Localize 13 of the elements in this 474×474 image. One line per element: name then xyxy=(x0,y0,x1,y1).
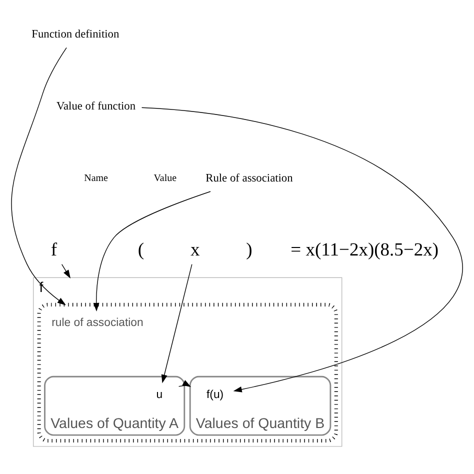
label: Value xyxy=(154,173,177,184)
label: = x(11−2x)(8.5−2x) xyxy=(290,239,439,260)
node-text: rule of association xyxy=(52,316,144,329)
label: ) xyxy=(246,239,252,260)
node-text: f xyxy=(50,239,58,260)
node-text: Value of function xyxy=(56,100,136,112)
node-text: Rule of association xyxy=(206,172,293,184)
node-text: u xyxy=(156,388,163,401)
label: Name xyxy=(84,173,108,184)
label: ( xyxy=(138,239,144,260)
node-text: Function definition xyxy=(32,28,120,40)
node-text: x xyxy=(190,239,200,260)
node-text: f(u) xyxy=(206,388,224,401)
